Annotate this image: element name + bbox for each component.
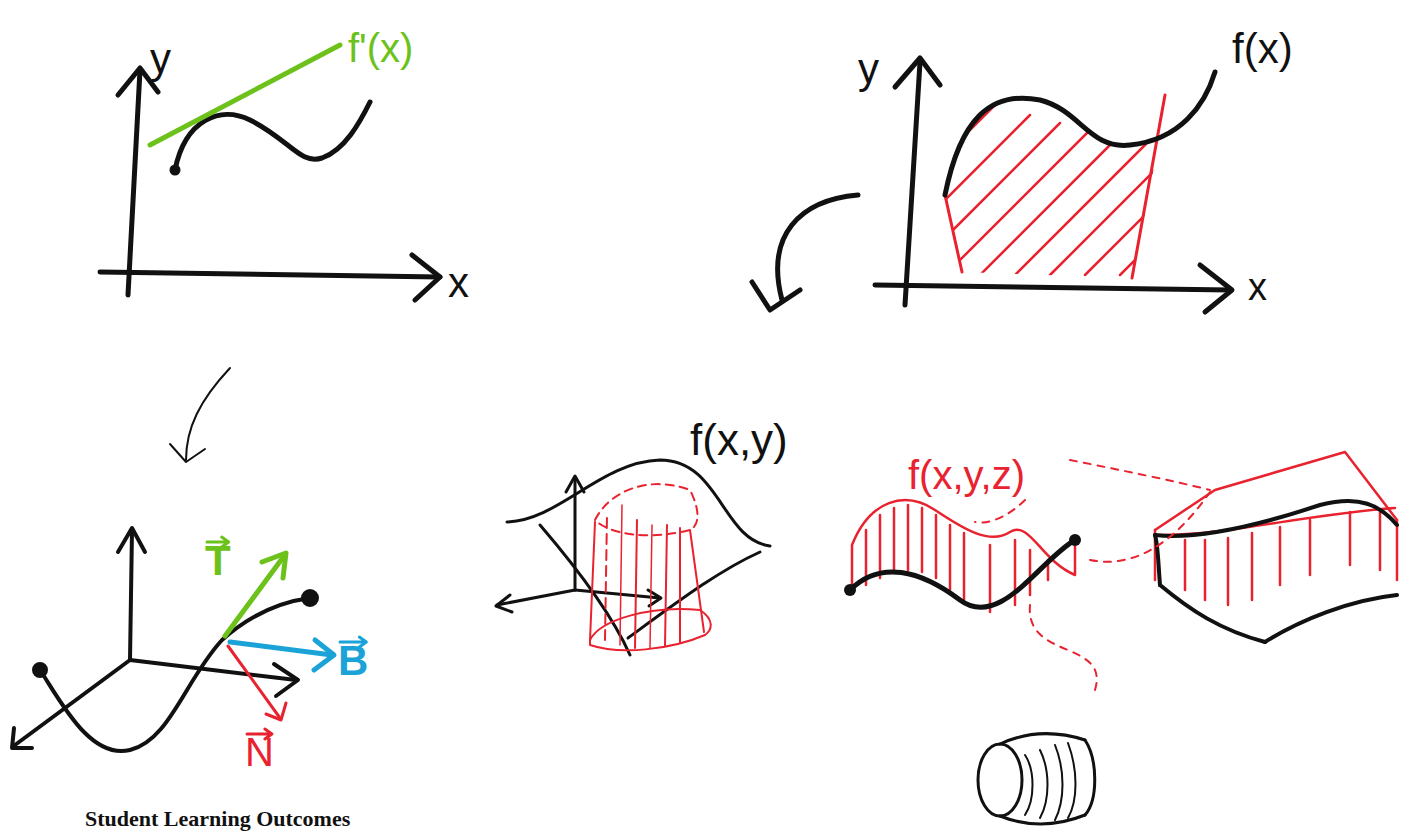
flux-sketch bbox=[1155, 452, 1397, 642]
derivative-graph bbox=[100, 45, 440, 300]
normal-vector-label: N bbox=[245, 732, 274, 772]
integral-graph bbox=[875, 58, 1232, 312]
derivative-label: f'(x) bbox=[348, 28, 413, 68]
flow-arrows bbox=[170, 195, 858, 462]
vector-arrows bbox=[207, 537, 366, 739]
section-heading: Student Learning Outcomes bbox=[85, 808, 350, 830]
tangent-vector-label: T bbox=[205, 540, 231, 582]
axis-label: y bbox=[150, 38, 171, 80]
curtain-sketch bbox=[844, 500, 1081, 612]
axis-label: y bbox=[858, 48, 879, 90]
function-label: f(x) bbox=[1232, 28, 1293, 70]
space-curve bbox=[12, 528, 334, 751]
axis-label: x bbox=[1248, 268, 1267, 306]
cylinder-sketch bbox=[978, 734, 1095, 824]
field-function-label: f(x,y,z) bbox=[908, 455, 1025, 495]
axis-label: x bbox=[448, 262, 469, 304]
surface-function-label: f(x,y) bbox=[690, 418, 788, 462]
binormal-vector-label: B bbox=[338, 640, 368, 682]
surface-sketch bbox=[496, 460, 770, 655]
